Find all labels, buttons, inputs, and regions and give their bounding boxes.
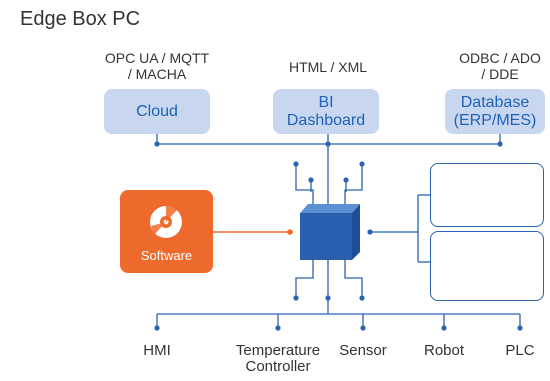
bi-dashboard-box[interactable]: BI Dashboard — [273, 89, 379, 134]
sensor-label: Sensor — [339, 342, 387, 359]
software-link-dot — [287, 229, 293, 235]
chip-pin-dots — [293, 161, 365, 301]
bi-dashboard-box-label: BI Dashboard — [286, 93, 366, 129]
bottom-bus — [156, 298, 521, 328]
plc-label: PLC — [505, 342, 535, 359]
bottom-bus-dots — [154, 325, 523, 331]
bi-protocol-label: HTML / XML — [288, 59, 368, 75]
mobile-devices-box[interactable] — [430, 163, 544, 227]
peripheral-devices-box[interactable] — [430, 231, 544, 301]
robot-label: Robot — [423, 342, 465, 359]
hmi-label: HMI — [143, 342, 171, 359]
software-box[interactable]: Software — [120, 190, 213, 273]
cloud-box[interactable]: Cloud — [104, 89, 210, 134]
database-box-label: Database (ERP/MES) — [453, 93, 537, 129]
disc-icon — [150, 205, 182, 238]
database-protocol-label: ODBC / ADO / DDE — [459, 50, 541, 82]
cloud-box-label: Cloud — [136, 102, 178, 120]
cloud-protocol-label: OPC UA / MQTT / MACHA — [104, 50, 210, 82]
bus-dot — [325, 141, 331, 147]
top-bus-dots — [154, 141, 503, 147]
temperature-controller-label: Temperature Controller — [235, 342, 321, 375]
bus-dot — [154, 141, 160, 147]
device-bracket — [368, 194, 430, 263]
database-box[interactable]: Database (ERP/MES) — [445, 89, 545, 134]
edge-box-chip-icon — [300, 204, 360, 260]
bracket-dot — [367, 229, 373, 235]
bus-dot — [497, 141, 503, 147]
software-label: Software — [140, 248, 193, 263]
page-title: Edge Box PC — [20, 8, 141, 30]
